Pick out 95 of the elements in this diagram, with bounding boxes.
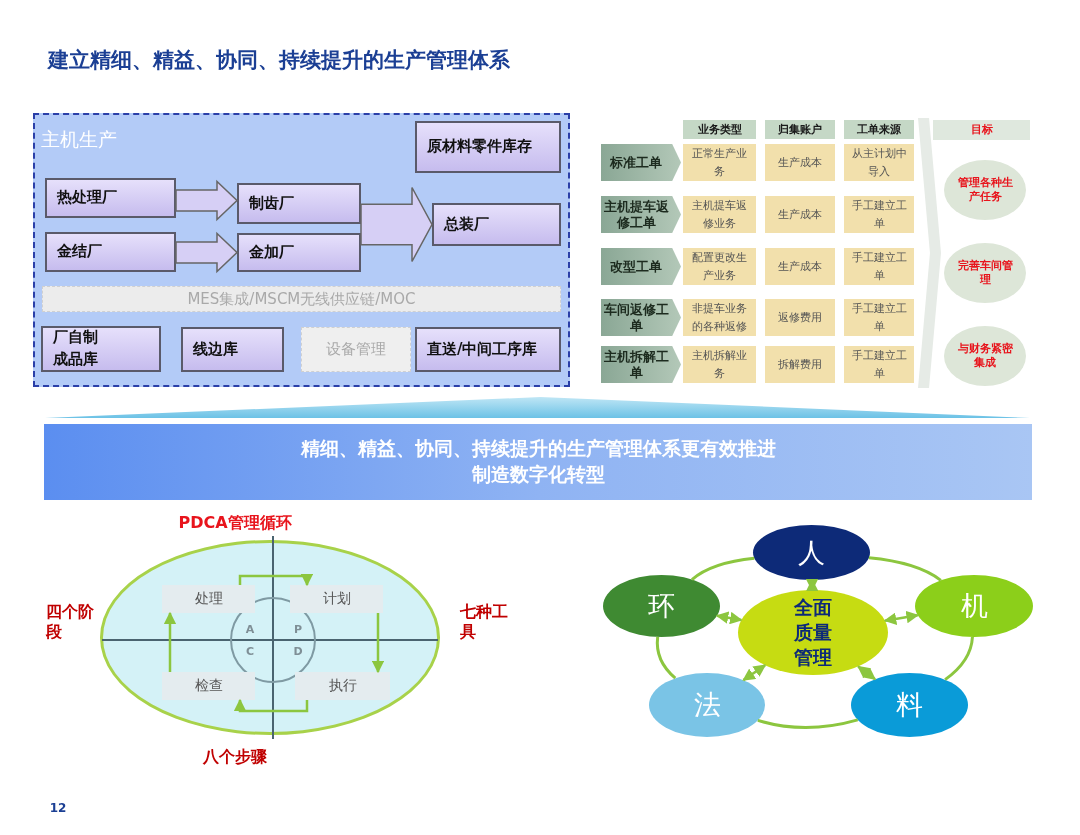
table-cell: 拆解费用 [765,346,835,383]
node-label: 料 [896,688,923,722]
node-label: 原材料零件库存 [427,136,532,158]
row-header: 标准工单 [601,144,681,181]
node-label: 环 [648,589,675,623]
group-panel [33,113,570,387]
quadrant-letter: P [292,623,304,637]
side-note: 四个阶段 [46,601,95,643]
node-label: 完善车间管理 [956,259,1014,287]
stage-box [295,672,390,700]
process-box [237,233,361,272]
arrow [371,613,385,674]
arrow [857,665,877,681]
process-box [181,327,284,372]
diagram-heading: PDCA管理循环 [177,512,293,534]
node-label: 人 [798,535,825,570]
table-cell: 正常生产业务 [683,144,756,181]
stage-box [162,585,255,613]
block-arrow [360,186,433,263]
node-label: 计划 [322,590,351,608]
column-header: 业务类型 [683,120,756,139]
row-header: 主机拆解工单 [601,346,681,383]
stage-box [290,585,383,613]
process-box [415,121,561,173]
table-cell: 手工建立工单 [844,299,914,336]
table-cell: 生产成本 [765,196,835,233]
table-cell: 手工建立工单 [844,248,914,285]
row-header: 主机提车返修工单 [601,196,681,233]
page-title: 建立精细、精益、协同、持续提升的生产管理体系 [48,47,510,74]
quadrant-letter: D [292,645,304,659]
integration-band [42,286,561,312]
node-label: 厂自制成品库 [53,327,99,370]
node-label: 检查 [194,677,223,695]
table-cell: 主机提车返修业务 [683,196,756,233]
row-header: 改型工单 [601,248,681,285]
process-box [41,326,161,372]
table-cell: 手工建立工单 [844,346,914,383]
node-label: 法 [693,688,721,722]
ring-line [691,556,755,581]
table-cell: 非提车业务的各种返修 [683,299,756,336]
node-label: 金加厂 [249,241,294,263]
column-header: 目标 [933,120,1030,140]
block-arrow [175,179,239,222]
process-box [45,232,176,272]
node-label: 线边库 [193,338,238,360]
block-arrow [175,231,239,274]
process-box [45,178,176,218]
side-note: 七种工具 [460,601,509,643]
node-label: 制齿厂 [249,192,294,214]
node-label: 与财务紧密集成 [956,342,1014,370]
node-label: 金结厂 [57,241,102,263]
arrow [805,578,819,592]
process-box [432,203,561,246]
arrow [883,610,919,625]
stage-box [162,672,255,700]
ring-line [757,718,859,729]
arrow [163,611,177,672]
arrow [233,698,309,713]
node-label: 执行 [328,677,357,695]
banner [44,424,1032,500]
row-header: 车间返修工单 [601,299,681,336]
arrow [715,611,743,625]
table-cell: 手工建立工单 [844,196,914,233]
ring-line [655,636,677,680]
table-cell: 主机拆解业务 [683,346,756,383]
process-box [415,327,561,372]
quadrant-letter: A [244,623,256,637]
table-cell: 配置更改生产业务 [683,248,756,285]
banner-text: 精细、精益、协同、持续提升的生产管理体系更有效推进制造数字化转型 [299,436,777,487]
node-label: 设备管理 [326,340,386,359]
column-header: 归集账户 [765,120,835,139]
node-label: MES集成/MSCM无线供应链/MOC [187,289,416,309]
node-label: 直送/中间工序库 [427,338,538,360]
node-label: 全面质量管理 [793,595,833,670]
ring-line [868,556,942,582]
arrow [742,664,767,682]
side-note: 八个步骤 [202,746,268,768]
page-number: 12 [48,800,68,816]
divider-band [918,118,941,388]
node-label: 管理各种生产任务 [956,176,1014,204]
node-label: 处理 [194,590,223,608]
table-cell: 从主计划中导入 [844,144,914,181]
process-box [237,183,361,224]
arrow [238,573,314,587]
table-cell: 返修费用 [765,299,835,336]
table-cell: 生产成本 [765,248,835,285]
panel-heading: 主机生产 [41,127,117,152]
node-label: 总装厂 [444,213,489,235]
node-label: 热处理厂 [57,187,117,209]
quadrant-letter: C [244,645,256,659]
ring-line [944,636,974,681]
node-label: 机 [960,589,988,623]
column-header: 工单来源 [844,120,914,139]
table-cell: 生产成本 [765,144,835,181]
module-box [301,327,411,372]
